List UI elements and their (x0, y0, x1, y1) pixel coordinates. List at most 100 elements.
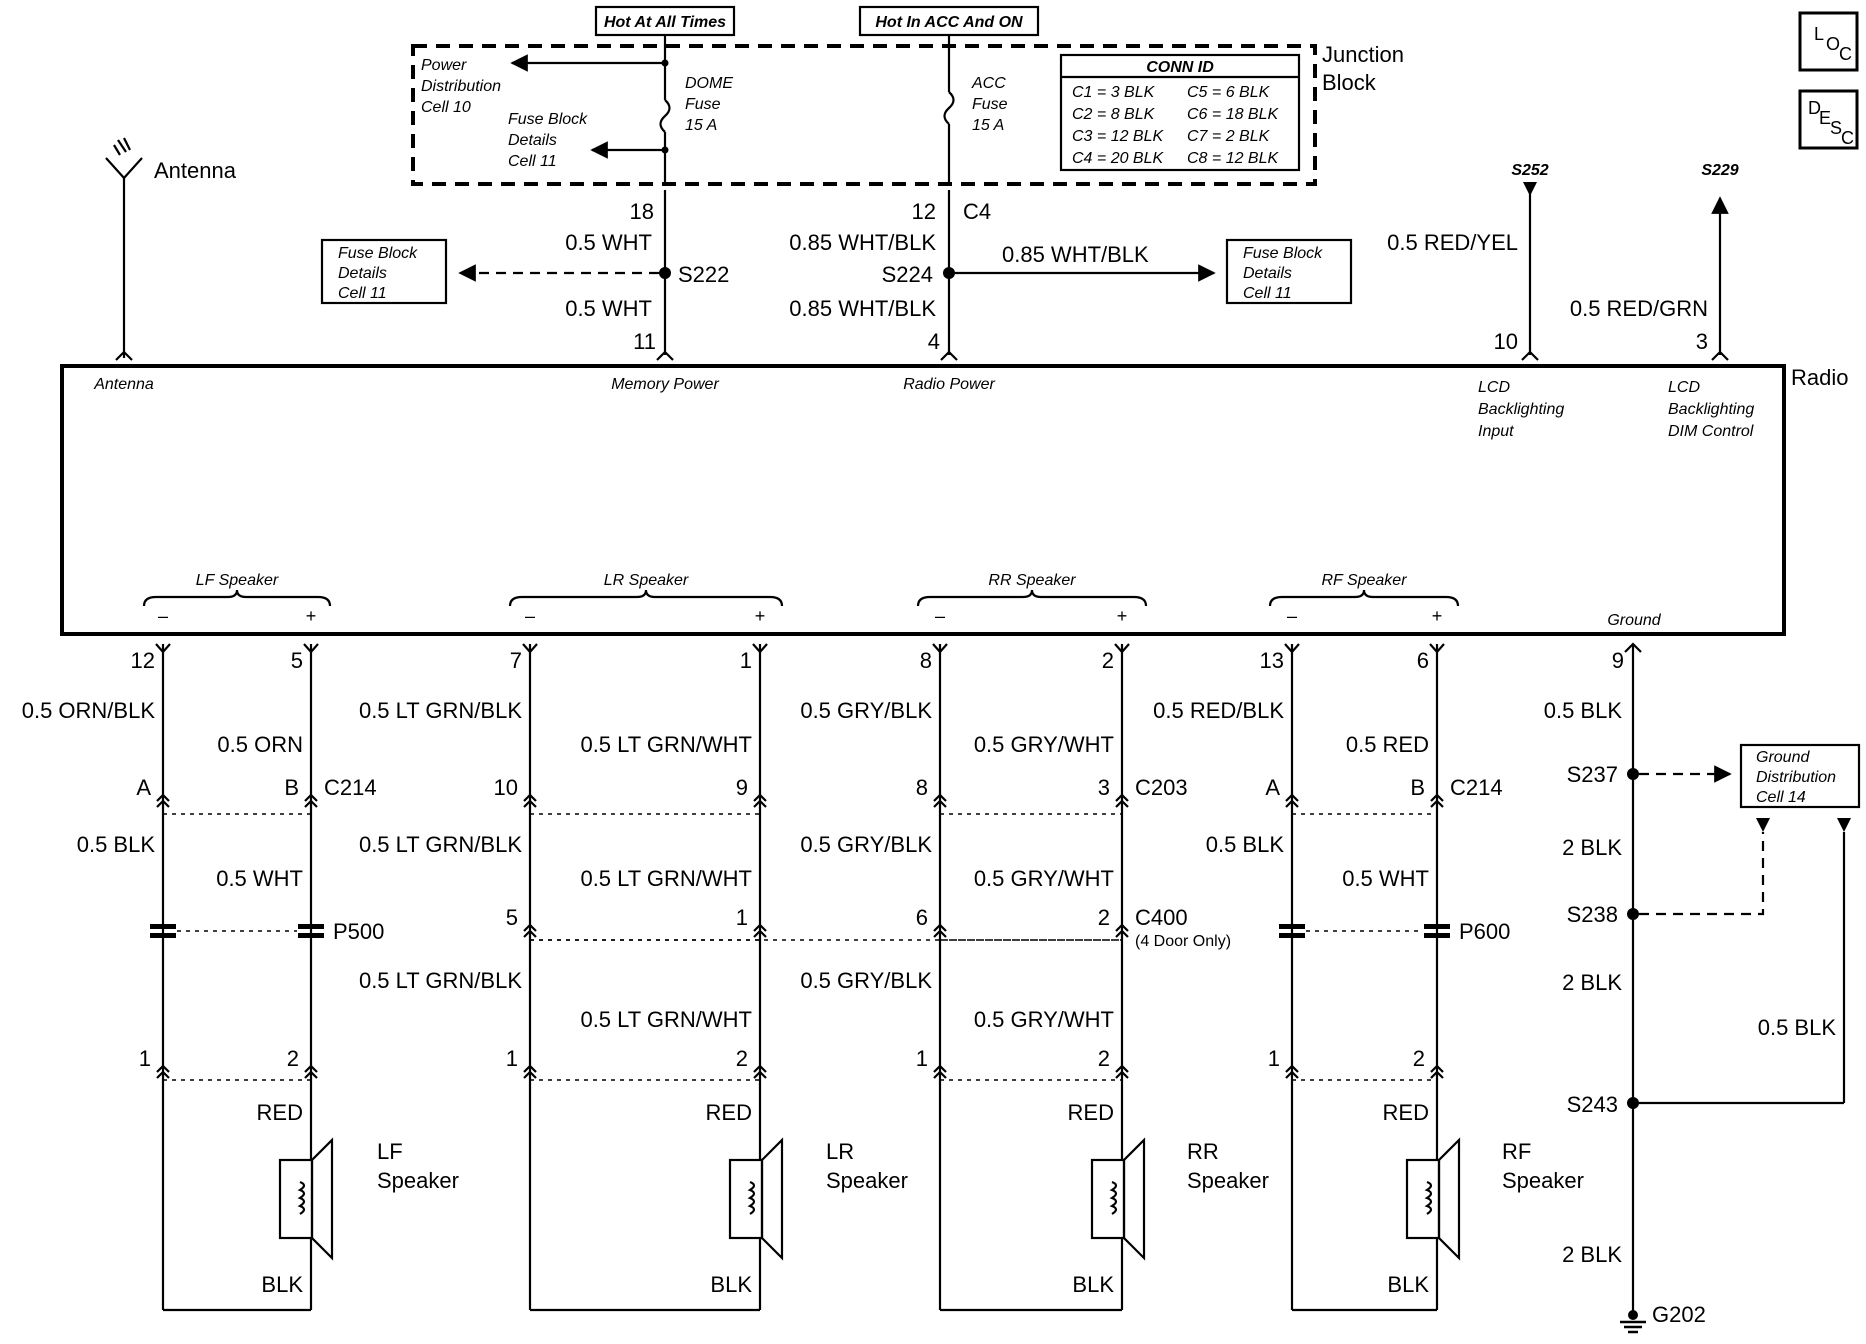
svg-text:B: B (1410, 775, 1425, 800)
svg-text:10: 10 (1494, 329, 1518, 354)
svg-text:RED: RED (1383, 1100, 1429, 1125)
rf-speaker-icon (1405, 1137, 1461, 1261)
conn-id-table: CONN ID C1 = 3 BLK C2 = 8 BLK C3 = 12 BL… (1059, 53, 1301, 172)
svg-text:8: 8 (920, 648, 932, 673)
svg-text:C400: C400 (1135, 905, 1188, 930)
rf-speaker-output-group: RF Speaker – + (1268, 572, 1460, 626)
svg-text:–: – (935, 606, 945, 626)
svg-text:0.5 LT GRN/WHT: 0.5 LT GRN/WHT (580, 732, 752, 757)
svg-text:Speaker: Speaker (1187, 1168, 1269, 1193)
g202-ground-icon (1620, 1310, 1646, 1334)
rr-speaker-icon (1090, 1137, 1146, 1261)
svg-text:2: 2 (1102, 648, 1114, 673)
s224-splice (943, 267, 955, 279)
svg-text:Fuse Block: Fuse Block (508, 111, 588, 128)
svg-text:C203: C203 (1135, 775, 1188, 800)
svg-text:Cell 14: Cell 14 (1756, 789, 1806, 806)
svg-text:2: 2 (1098, 905, 1110, 930)
svg-text:P500: P500 (333, 919, 384, 944)
hot-at-all-times-label: Hot At All Times (594, 5, 736, 37)
svg-text:1: 1 (916, 1046, 928, 1071)
lr-speaker-circuit: 7 1 0.5 LT GRN/BLK 0.5 LT GRN/WHT 10 9 0.5 LT … (359, 643, 908, 1312)
svg-text:0.5 LT GRN/WHT: 0.5 LT GRN/WHT (580, 1007, 752, 1032)
svg-text:2 BLK: 2 BLK (1562, 970, 1622, 995)
svg-text:+: + (755, 606, 766, 626)
svg-text:1: 1 (139, 1046, 151, 1071)
svg-text:0.5 LT GRN/WHT: 0.5 LT GRN/WHT (580, 866, 752, 891)
svg-text:3: 3 (1098, 775, 1110, 800)
svg-text:Fuse: Fuse (685, 96, 721, 113)
svg-text:Hot In ACC And ON: Hot In ACC And ON (875, 14, 1023, 31)
svg-text:0.5 LT GRN/BLK: 0.5 LT GRN/BLK (359, 968, 522, 993)
ground-circuit: 9 0.5 BLK S237 Ground Distribution Cell … (1544, 642, 1861, 1334)
svg-text:BLK: BLK (1387, 1272, 1429, 1297)
svg-text:0.5 RED/YEL: 0.5 RED/YEL (1387, 230, 1518, 255)
svg-text:C1 = 3 BLK: C1 = 3 BLK (1072, 84, 1156, 101)
svg-text:0.5 GRY/WHT: 0.5 GRY/WHT (974, 732, 1114, 757)
svg-text:13: 13 (1260, 648, 1284, 673)
svg-text:A: A (136, 775, 151, 800)
svg-text:Details: Details (338, 265, 387, 282)
svg-text:6: 6 (1417, 648, 1429, 673)
svg-text:Cell 11: Cell 11 (338, 285, 387, 302)
svg-text:+: + (1117, 606, 1128, 626)
svg-text:0.85 WHT/BLK: 0.85 WHT/BLK (789, 230, 936, 255)
lf-speaker-output-group: LF Speaker – + (142, 572, 332, 626)
svg-text:11: 11 (633, 329, 656, 354)
radio-top-pin-chevrons (115, 350, 1729, 361)
svg-text:Speaker: Speaker (377, 1168, 459, 1193)
lr-speaker-output-group: LR Speaker – + (508, 572, 784, 626)
svg-text:7: 7 (510, 648, 522, 673)
svg-text:Distribution: Distribution (1756, 769, 1836, 786)
memory-power-circuit: 18 0.5 WHT S222 0.5 WHT 11 Fuse Block De… (320, 190, 729, 355)
svg-text:C4 = 20 BLK: C4 = 20 BLK (1072, 150, 1165, 167)
svg-text:S229: S229 (1701, 162, 1738, 179)
svg-text:0.5 WHT: 0.5 WHT (1342, 866, 1429, 891)
svg-text:C3 = 12 BLK: C3 = 12 BLK (1072, 128, 1165, 145)
fuse-block-details-box-right: Fuse Block Details Cell 11 (1225, 238, 1353, 305)
desc-icon[interactable]: D E S C (1798, 89, 1859, 150)
svg-text:1: 1 (1268, 1046, 1280, 1071)
svg-text:8: 8 (916, 775, 928, 800)
svg-text:LCD: LCD (1668, 379, 1700, 396)
svg-text:Junction: Junction (1322, 42, 1404, 67)
loc-icon[interactable]: L O C (1798, 11, 1859, 72)
svg-text:LCD: LCD (1478, 379, 1510, 396)
svg-text:C5 = 6 BLK: C5 = 6 BLK (1187, 84, 1271, 101)
svg-text:Cell 10: Cell 10 (421, 99, 471, 116)
s222-splice (659, 267, 671, 279)
svg-text:Fuse Block: Fuse Block (338, 245, 418, 262)
svg-text:2: 2 (1098, 1046, 1110, 1071)
svg-text:DIM Control: DIM Control (1668, 423, 1754, 440)
svg-text:C214: C214 (1450, 775, 1503, 800)
acc-fuse: ACC Fuse 15 A (943, 46, 1008, 184)
svg-text:P600: P600 (1459, 919, 1510, 944)
svg-text:0.5 RED/GRN: 0.5 RED/GRN (1570, 296, 1708, 321)
svg-text:Speaker: Speaker (1502, 1168, 1584, 1193)
svg-text:S252: S252 (1511, 162, 1548, 179)
svg-text:4: 4 (928, 329, 940, 354)
s237-splice (1627, 768, 1639, 780)
svg-text:9: 9 (736, 775, 748, 800)
svg-text:Fuse: Fuse (972, 96, 1008, 113)
svg-text:+: + (1432, 606, 1443, 626)
svg-text:Ground: Ground (1607, 612, 1661, 629)
svg-text:10: 10 (494, 775, 518, 800)
svg-text:0.5 BLK: 0.5 BLK (1544, 698, 1623, 723)
svg-text:C6 = 18 BLK: C6 = 18 BLK (1187, 106, 1280, 123)
svg-text:0.5 GRY/BLK: 0.5 GRY/BLK (800, 698, 932, 723)
svg-text:15 A: 15 A (685, 117, 717, 134)
svg-text:C214: C214 (324, 775, 377, 800)
svg-text:1: 1 (736, 905, 748, 930)
svg-text:3: 3 (1696, 329, 1708, 354)
c400-connector-label: C400(4 Door Only) (530, 905, 1231, 950)
svg-text:0.5 LT GRN/BLK: 0.5 LT GRN/BLK (359, 832, 522, 857)
svg-text:RR Speaker: RR Speaker (988, 572, 1076, 589)
svg-text:Hot At All Times: Hot At All Times (604, 14, 726, 31)
svg-text:C: C (1839, 44, 1852, 64)
s238-splice (1627, 908, 1639, 920)
svg-text:0.5 ORN: 0.5 ORN (217, 732, 303, 757)
svg-text:S238: S238 (1567, 902, 1618, 927)
svg-text:S224: S224 (882, 262, 933, 287)
